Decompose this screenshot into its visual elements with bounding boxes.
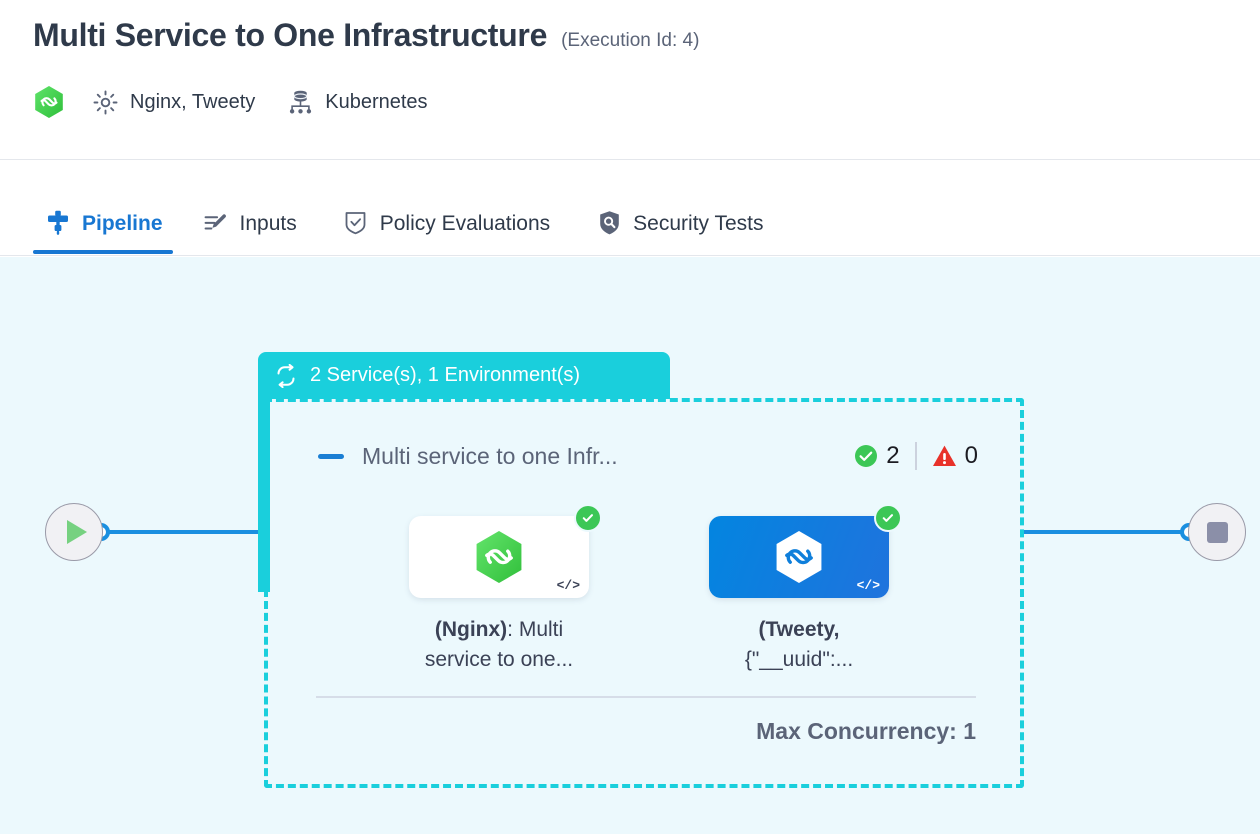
warning-count-group: 0 xyxy=(932,442,978,470)
pipeline-canvas[interactable]: 2 Service(s), 1 Environment(s) Multi ser… xyxy=(0,257,1260,834)
service-name: (Nginx) xyxy=(434,618,508,641)
services-text: Nginx, Tweety xyxy=(130,90,256,113)
check-circle-icon xyxy=(574,504,602,532)
edge-start-to-group xyxy=(100,530,264,534)
tab-security-tests[interactable]: Security Tests xyxy=(596,160,783,254)
pipeline-icon xyxy=(45,210,71,236)
group-node-title: Multi service to one Infr... xyxy=(362,442,618,469)
service-card-label: (Nginx): Multi service to one... xyxy=(409,615,589,675)
status-counts: 2 0 xyxy=(854,442,978,470)
service-card-body[interactable]: </> xyxy=(709,504,902,598)
success-count-value: 2 xyxy=(886,442,900,469)
group-footer-divider xyxy=(316,696,976,698)
tab-pipeline[interactable]: Pipeline xyxy=(33,160,183,254)
minus-icon[interactable] xyxy=(318,453,344,459)
code-brackets-icon[interactable]: </> xyxy=(556,578,580,593)
kubernetes-cluster-icon xyxy=(287,88,314,116)
hexagon-infinity-icon xyxy=(473,529,525,585)
tab-security-tests-label: Security Tests xyxy=(633,211,764,235)
page-title: Multi Service to One Infrastructure xyxy=(33,17,548,53)
check-circle-icon xyxy=(874,504,902,532)
check-circle-icon xyxy=(854,444,878,468)
warning-count-value: 0 xyxy=(964,442,978,469)
group-node-title-row: Multi service to one Infr... 2 xyxy=(318,436,978,476)
service-desc: {"__uuid":... xyxy=(744,647,854,671)
meta-row: Nginx, Tweety Kubernetes xyxy=(33,85,428,119)
hexagon-infinity-icon xyxy=(33,85,65,119)
tab-pipeline-label: Pipeline xyxy=(82,211,163,235)
tab-policy-evaluations[interactable]: Policy Evaluations xyxy=(343,160,570,254)
page-header: Multi Service to One Infrastructure (Exe… xyxy=(0,0,1260,160)
service-card-body[interactable]: </> xyxy=(409,504,602,598)
warning-triangle-icon xyxy=(932,444,957,468)
tab-inputs[interactable]: Inputs xyxy=(203,160,317,254)
gear-icon xyxy=(92,89,119,116)
loop-repeat-icon xyxy=(273,363,299,388)
group-header-label: 2 Service(s), 1 Environment(s) xyxy=(310,364,581,386)
play-icon xyxy=(67,520,87,544)
stop-icon xyxy=(1206,521,1228,543)
infrastructure-text: Kubernetes xyxy=(325,90,428,113)
tab-inputs-label: Inputs xyxy=(239,211,297,235)
start-node[interactable] xyxy=(45,503,103,561)
hexagon-infinity-icon xyxy=(773,529,825,585)
tab-policy-evaluations-label: Policy Evaluations xyxy=(379,211,551,235)
service-desc: : Multi service to one... xyxy=(424,618,574,671)
end-node[interactable] xyxy=(1188,503,1246,561)
count-divider xyxy=(914,442,917,470)
service-card-tweety[interactable]: </> (Tweety, {"__uuid":... xyxy=(709,504,902,675)
shield-check-icon xyxy=(343,210,369,236)
title-row: Multi Service to One Infrastructure (Exe… xyxy=(33,17,699,54)
success-count-group: 2 xyxy=(854,442,900,470)
code-brackets-icon[interactable]: </> xyxy=(856,578,880,593)
execution-id: (Execution Id: 4) xyxy=(561,30,700,51)
tab-bar: Pipeline Inputs Policy Evaluations xyxy=(0,160,1260,256)
group-dashed-container[interactable] xyxy=(264,398,1024,788)
shield-search-icon xyxy=(596,210,622,236)
group-header[interactable]: 2 Service(s), 1 Environment(s) xyxy=(258,352,670,399)
service-card-nginx[interactable]: </> (Nginx): Multi service to one... xyxy=(409,504,602,675)
max-concurrency-label: Max Concurrency: 1 xyxy=(756,718,976,744)
service-card-label: (Tweety, {"__uuid":... xyxy=(709,615,889,675)
inputs-edit-icon xyxy=(203,210,229,236)
service-name: (Tweety, xyxy=(758,618,840,641)
edge-group-to-end xyxy=(1024,530,1190,534)
